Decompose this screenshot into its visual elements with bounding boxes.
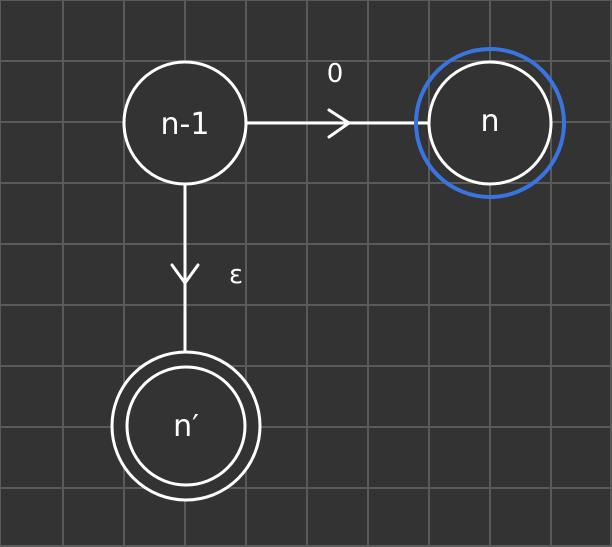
state-outer-circle <box>110 350 262 502</box>
transition-label-epsilon: ε <box>229 260 243 290</box>
state-inner-circle <box>125 365 247 487</box>
arrow-right-icon <box>327 108 351 139</box>
state-highlight-ring <box>414 47 566 199</box>
transition-label-0: 0 <box>327 59 344 89</box>
state-outer-circle <box>427 60 553 186</box>
state-label: n <box>480 104 499 139</box>
state-label: n′ <box>173 409 199 444</box>
state-label: n-1 <box>161 107 210 142</box>
transition-prev-to-alt: ε <box>170 182 243 358</box>
transition-prev-to-current: 0 <box>244 59 431 139</box>
state-circle <box>122 60 248 186</box>
state-n-prime[interactable]: n′ <box>110 350 262 502</box>
arrow-down-icon <box>170 263 200 285</box>
state-n-minus-1[interactable]: n-1 <box>122 60 248 186</box>
state-n[interactable]: n <box>414 47 566 199</box>
